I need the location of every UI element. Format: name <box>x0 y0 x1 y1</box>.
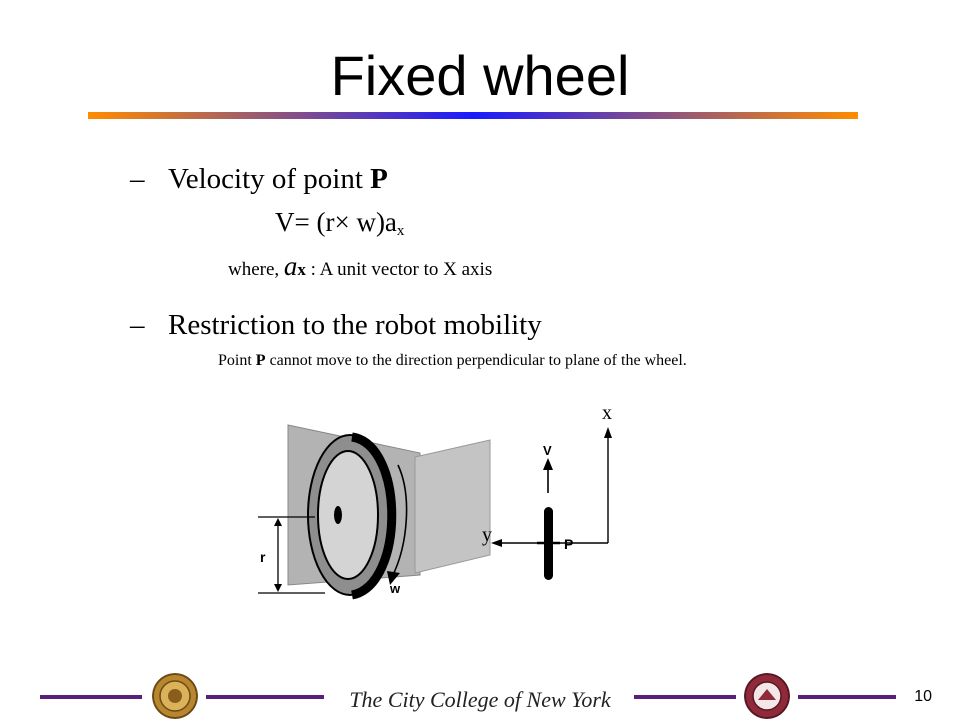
y-axis-arrowhead <box>491 539 502 547</box>
label-x: x <box>602 402 612 424</box>
side-plane <box>414 439 491 574</box>
unit-vector-symbol: a <box>283 251 298 281</box>
fixed-wheel-diagram: w r V x y P <box>258 402 612 600</box>
bullet-dash-2: – <box>130 309 145 341</box>
bullet-velocity-text: Velocity of point <box>168 163 371 195</box>
equation-sub: x <box>396 223 405 239</box>
note-prefix: Point <box>218 352 256 369</box>
rotation-arc <box>391 464 408 578</box>
where-suffix: : A unit vector to X axis <box>310 259 493 280</box>
bullet-velocity: Velocity of point P <box>168 162 388 196</box>
footer-line-right <box>798 695 896 699</box>
title-underline <box>88 112 858 119</box>
velocity-equation: V= (r× w)ax <box>275 206 404 247</box>
where-prefix: where, <box>228 259 280 280</box>
radius-arrow-up <box>274 518 282 526</box>
page-number: 10 <box>914 688 932 705</box>
equation-lhs: V= <box>275 207 310 237</box>
velocity-arrowhead <box>543 458 553 470</box>
college-seal-logo <box>152 673 198 719</box>
footer-line-mid-left <box>206 695 324 699</box>
radius-arrow-down <box>274 584 282 592</box>
label-w: w <box>389 581 401 596</box>
label-y: y <box>482 524 492 546</box>
x-axis-arrowhead <box>604 427 612 438</box>
bullet-dash: – <box>130 163 145 195</box>
point-p-label: P <box>370 163 388 195</box>
label-v: V <box>543 443 552 458</box>
slide-title: Fixed wheel <box>330 44 630 107</box>
footer-institution: The City College of New York <box>349 687 611 712</box>
rotation-arrowhead <box>387 571 400 585</box>
label-r: r <box>260 549 266 565</box>
wheel-disk <box>317 450 379 580</box>
where-line: where, ax : A unit vector to X axis <box>228 252 492 284</box>
footer-line-left <box>40 695 142 699</box>
footer-line-mid-right <box>634 695 736 699</box>
restriction-note: Point P cannot move to the direction per… <box>218 350 687 372</box>
bullet-restriction: Restriction to the robot mobility <box>168 309 542 341</box>
wheel-rim <box>350 432 397 600</box>
unit-vector-sub: x <box>297 260 306 279</box>
note-point-p: P <box>255 352 266 369</box>
robotics-lab-logo <box>744 673 790 719</box>
label-p: P <box>564 536 573 552</box>
note-suffix: cannot move to the direction perpendicul… <box>265 352 687 369</box>
wheel-hub <box>334 506 342 524</box>
equation-rhs: (r× w)a <box>316 207 397 237</box>
